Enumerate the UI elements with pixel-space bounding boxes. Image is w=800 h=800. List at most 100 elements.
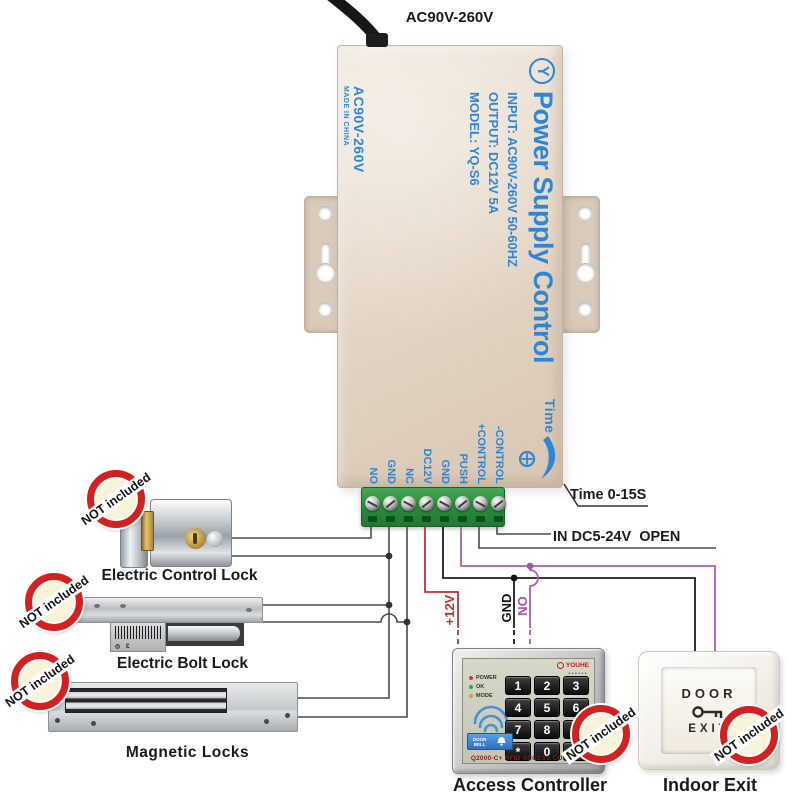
terminal-hole [493,516,503,522]
keyhole-circle [576,263,595,282]
screw-dot [91,721,96,726]
time-range-label: Time 0-15S [570,487,647,503]
junction-dot [385,601,393,609]
brand-subtext: •••••• [568,671,588,677]
wire-label-no: NO [515,596,530,616]
psu-made-in: MADE IN CHINA [342,86,349,147]
magnetic-locks-label: Magnetic Locks [125,744,250,761]
keyhole-slot [581,243,590,269]
terminal-hole [475,516,485,522]
indicator-power: POWER [469,675,497,681]
power-supply-unit: Y Power Supply Control INPUT: AC90V-260V… [337,45,563,488]
bolt-hole [120,604,126,608]
open-input-label: IN DC5-24V OPEN [553,529,681,545]
wire-label-plus12v: +12V [442,594,457,626]
not-included-stamp: NOT included [561,703,641,765]
psu-side-voltage: AC90V-260V [351,86,367,173]
key-1[interactable]: 1 [505,676,531,695]
electric-bolt-lock-label: Electric Bolt Lock [117,655,248,672]
wire-label-gnd: GND [499,593,514,623]
screw-dot [264,719,269,724]
psu-side-print: AC90V-260V MADE IN CHINA [342,86,367,173]
led-icon [469,685,473,689]
mount-hole [318,206,332,220]
keyhole-circle [316,263,335,282]
indoor-exit-label: Indoor Exit [663,775,757,795]
access-controller-label: Access Controller [452,775,608,795]
not-included-stamp: NOT included [76,468,156,530]
ce-mark: ◎ Ɛ [115,644,132,650]
terminal-label-pcontrol: +CONTROL [475,423,487,484]
key-5[interactable]: 5 [534,698,560,717]
brand-logo-icon: Y [529,58,556,84]
terminal-label-gnd2: GND [439,459,451,484]
exit-door-text: DOOR [681,686,737,701]
terminal-label-push: PUSH [457,453,469,484]
keyhole-slot [321,243,330,269]
led-icon [469,694,473,698]
terminal-block [361,487,506,527]
magnetic-lock [48,682,298,732]
bolt-cylinder [168,626,240,641]
bolt-lock-bar [75,597,263,623]
top-voltage-label: AC90V-260V [405,9,494,26]
psu-title-row: Y Power Supply Control [527,58,558,363]
terminal-hole [457,516,467,522]
terminal-hole [367,516,377,522]
mount-hole [578,206,592,220]
terminal-screw [472,496,488,511]
key-0[interactable]: 0 [534,742,560,761]
psu-output-spec: OUTPUT: DC12V 5A [486,92,501,215]
terminal-label-no: NO [367,467,379,485]
bolt-hole [246,608,252,612]
key-icon [692,706,723,718]
not-included-stamp: NOT included [14,571,94,633]
terminal-label-dc12v: DC12V [421,448,433,484]
keypad-brand: YOUHE [556,662,589,669]
junction-dot [510,574,518,582]
key-2[interactable]: 2 [534,676,560,695]
terminal-screw [418,496,434,511]
terminal-hole [403,516,413,522]
not-included-stamp: NOT included [709,704,789,766]
keypad-model-line: Q2000-C+ RFID ACCESS CONTROL [470,755,587,762]
psu-input-spec: INPUT: AC90V-260V 50-60HZ [505,92,520,268]
mount-hole [578,302,592,316]
terminal-hole [421,516,431,522]
junction-dot [403,618,411,626]
psu-title: Power Supply Control [528,91,558,364]
key-4[interactable]: 4 [505,698,531,717]
terminal-hole [439,516,449,522]
terminal-screw [454,496,470,511]
power-cable [327,0,384,46]
barcode [115,626,161,639]
lock-keyhole [185,528,206,549]
indicator-ok: OK [469,684,484,690]
indicator-mode: MODE [469,693,493,699]
time-adjust-label: Time [542,399,558,434]
terminal-screw [364,496,380,511]
terminal-label-nc: NC [403,468,415,484]
terminal-screw [436,496,452,511]
gnd-wire [442,527,696,654]
junction-dot [385,552,393,560]
key-8[interactable]: 8 [534,720,560,739]
terminal-screw [382,496,398,511]
bolt-lock-box: ◎ Ɛ [110,622,166,652]
led-icon [469,676,473,680]
lock-cylinder [141,511,154,551]
terminal-screw [400,496,416,511]
terminal-screw [490,496,506,511]
psu-mounting-ear-right [560,196,600,333]
bell-icon [497,737,506,746]
screw-dot [285,713,290,718]
psu-mounting-ear-left [304,196,342,333]
bolt-hole [94,604,100,608]
screw-dot [55,718,60,723]
magnet-strip [65,688,227,713]
exit-exit-text: EXIT [688,723,730,735]
key-3[interactable]: 3 [563,676,589,695]
brand-circle-icon [556,662,564,669]
